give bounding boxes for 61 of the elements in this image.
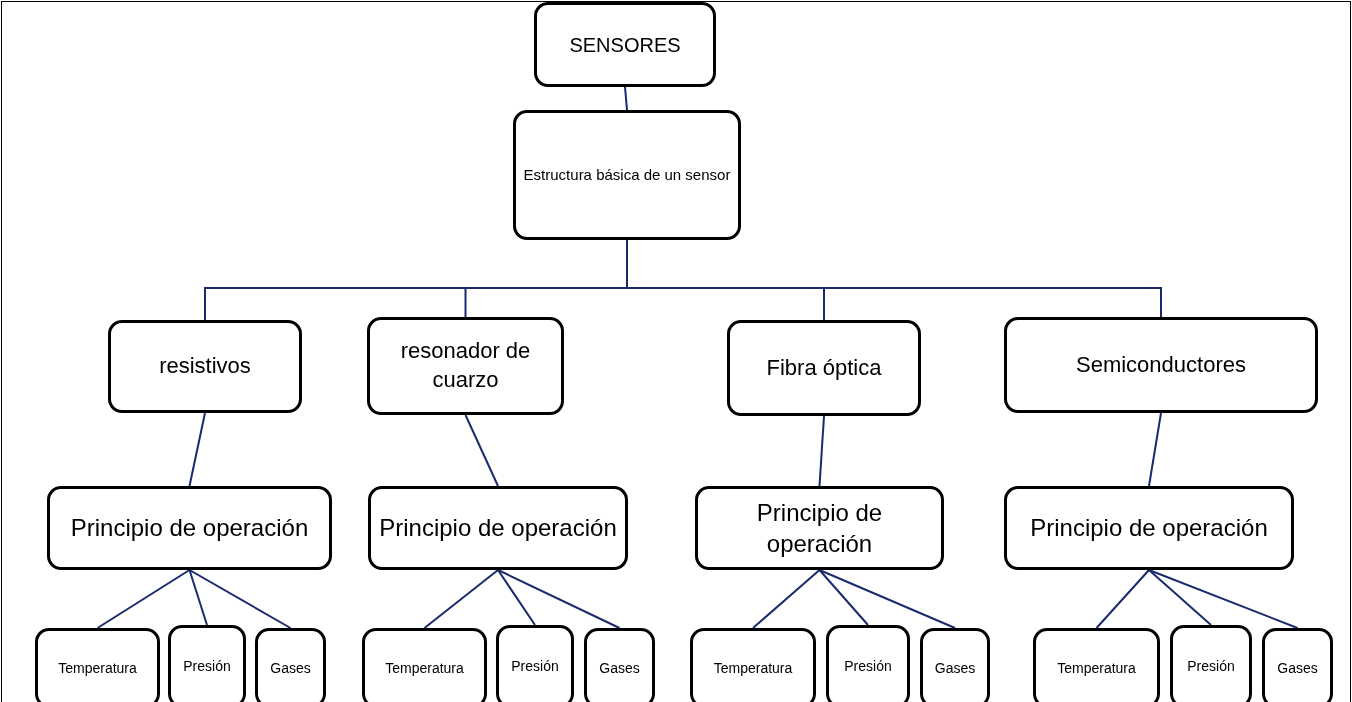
box-label: Estructura básica de un sensor: [523, 165, 731, 185]
category-box: [35, 628, 160, 702]
box-label: Fibra óptica: [766, 353, 882, 382]
box-label: Gases: [270, 658, 311, 678]
connector-line: [1148, 569, 1299, 629]
connector-line: [188, 569, 292, 629]
category-box: [513, 110, 741, 240]
category-box: [1004, 317, 1318, 413]
connector-line: [1148, 412, 1162, 487]
box-label: Semiconductores: [1076, 350, 1246, 379]
connector-line: [624, 86, 628, 111]
box-label: Principio de operación: [1030, 513, 1268, 544]
connector-line: [188, 412, 206, 487]
box-label: Gases: [1277, 658, 1318, 678]
category-box: [1033, 628, 1160, 702]
box-label: Temperatura: [1057, 658, 1136, 678]
box-label: SENSORES: [569, 32, 681, 58]
category-box: [108, 320, 302, 413]
connector-line: [818, 569, 869, 626]
box-label: resonador de cuarzo: [399, 337, 532, 394]
box-label: Gases: [599, 658, 640, 678]
box-label: Presión: [844, 657, 892, 676]
category-box: [727, 320, 921, 416]
category-box: [47, 486, 332, 570]
connector-line: [1095, 569, 1150, 629]
category-box: [168, 625, 246, 702]
category-box: [826, 625, 910, 702]
category-box: [1262, 628, 1333, 702]
category-box: [584, 628, 655, 702]
connector-line: [464, 414, 499, 487]
connector-line: [818, 415, 825, 487]
connector-line: [1148, 569, 1212, 626]
category-box: [690, 628, 816, 702]
connector-line: [423, 569, 499, 629]
connector-line: [188, 569, 208, 626]
category-box: [1170, 625, 1252, 702]
category-box: [534, 2, 716, 87]
category-box: [496, 625, 574, 702]
box-label: Gases: [934, 658, 976, 678]
category-box: [368, 486, 628, 570]
connector-line: [497, 569, 621, 629]
box-label: Presión: [183, 657, 231, 676]
box-label: resistivos: [159, 352, 251, 381]
connector-line: [96, 569, 191, 629]
box-label: Temperatura: [58, 658, 137, 678]
connector-line: [818, 569, 956, 629]
box-label: Principio de operación: [70, 513, 309, 544]
connector-line: [752, 569, 821, 629]
box-label: Presión: [1187, 657, 1235, 676]
box-label: Temperatura: [385, 658, 464, 678]
category-box: [1004, 486, 1294, 570]
box-label: Principio de operación: [379, 513, 617, 544]
category-box: [362, 628, 487, 702]
category-box: [695, 486, 944, 570]
category-box: [920, 628, 990, 702]
category-box: [255, 628, 326, 702]
box-label: Principio de operación: [755, 497, 884, 559]
box-label: Temperatura: [713, 658, 793, 678]
box-label: Presión: [511, 657, 559, 676]
category-box: [367, 317, 564, 415]
connector-line: [497, 569, 536, 626]
